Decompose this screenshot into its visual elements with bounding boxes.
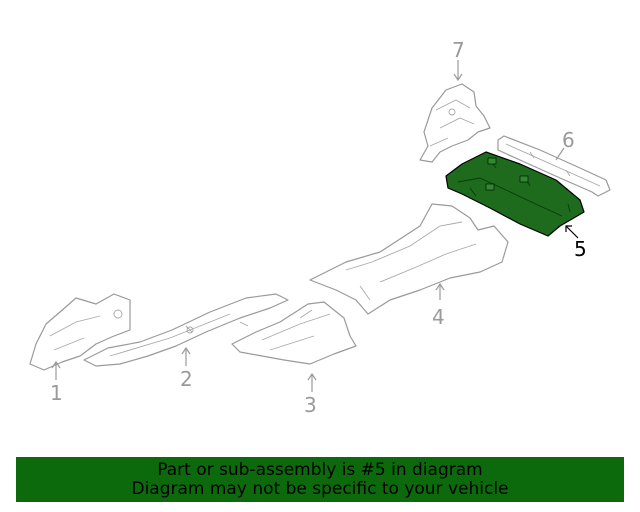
callout-6: 6	[562, 128, 575, 152]
part-1-side-panel	[29, 293, 131, 371]
banner-line-1: Part or sub-assembly is #5 in diagram	[157, 459, 483, 480]
banner-line-2: Diagram may not be specific to your vehi…	[131, 478, 509, 499]
callout-2: 2	[180, 367, 193, 391]
part-2-rail	[83, 293, 289, 367]
callout-3: 3	[304, 393, 317, 417]
part-3-floor-shield	[231, 301, 357, 365]
part-4-tunnel-shield	[309, 203, 509, 315]
callout-4: 4	[432, 305, 445, 329]
part-7-bracket	[419, 83, 491, 163]
callout-7: 7	[452, 38, 465, 62]
callout-1: 1	[50, 381, 63, 405]
part-5-heat-shield	[445, 151, 585, 237]
callout-5: 5	[574, 237, 587, 261]
leader-5	[565, 225, 579, 239]
info-banner: Part or sub-assembly is #5 in diagram Di…	[16, 457, 624, 502]
part-6-strip	[497, 135, 611, 197]
leader-6	[555, 147, 565, 161]
